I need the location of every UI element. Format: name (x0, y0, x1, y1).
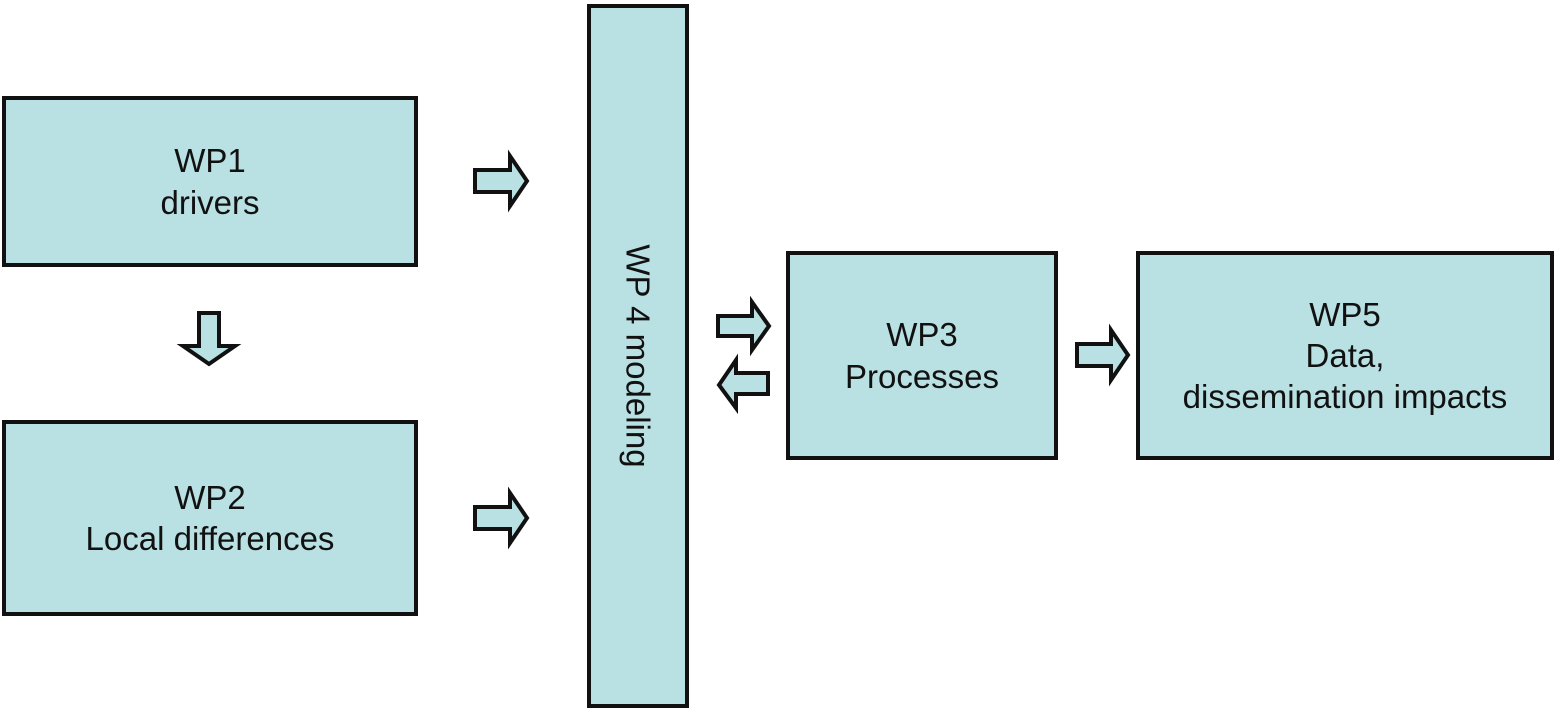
wp3-subtitle: Processes (844, 357, 1000, 395)
wp5-subtitle-line2: dissemination impacts (1182, 378, 1508, 416)
wp3-box: WP3 Processes (786, 251, 1058, 460)
wp1-box: WP1 drivers (2, 96, 418, 267)
wp4-box: WP 4 modeling (587, 4, 689, 708)
arrow-wp3-to-wp4-icon (716, 353, 770, 415)
wp2-title: WP2 (174, 478, 246, 516)
wp5-subtitle-line1: Data, (1305, 336, 1385, 374)
wp5-box: WP5 Data, dissemination impacts (1136, 251, 1554, 460)
wp4-label: WP 4 modeling (619, 244, 657, 468)
arrow-wp4-to-wp3-icon (716, 295, 772, 357)
wp2-box: WP2 Local differences (2, 420, 418, 616)
arrow-wp3-to-wp5-icon (1075, 323, 1131, 387)
arrow-wp1-to-wp2-icon (176, 311, 242, 367)
wp1-subtitle: drivers (160, 183, 260, 221)
wp3-title: WP3 (886, 316, 958, 354)
arrow-wp2-to-wp4-icon (473, 486, 530, 550)
wp1-title: WP1 (174, 142, 246, 180)
wp5-title: WP5 (1309, 295, 1381, 333)
arrow-wp1-to-wp4-icon (473, 149, 530, 213)
wp2-subtitle: Local differences (85, 520, 335, 557)
